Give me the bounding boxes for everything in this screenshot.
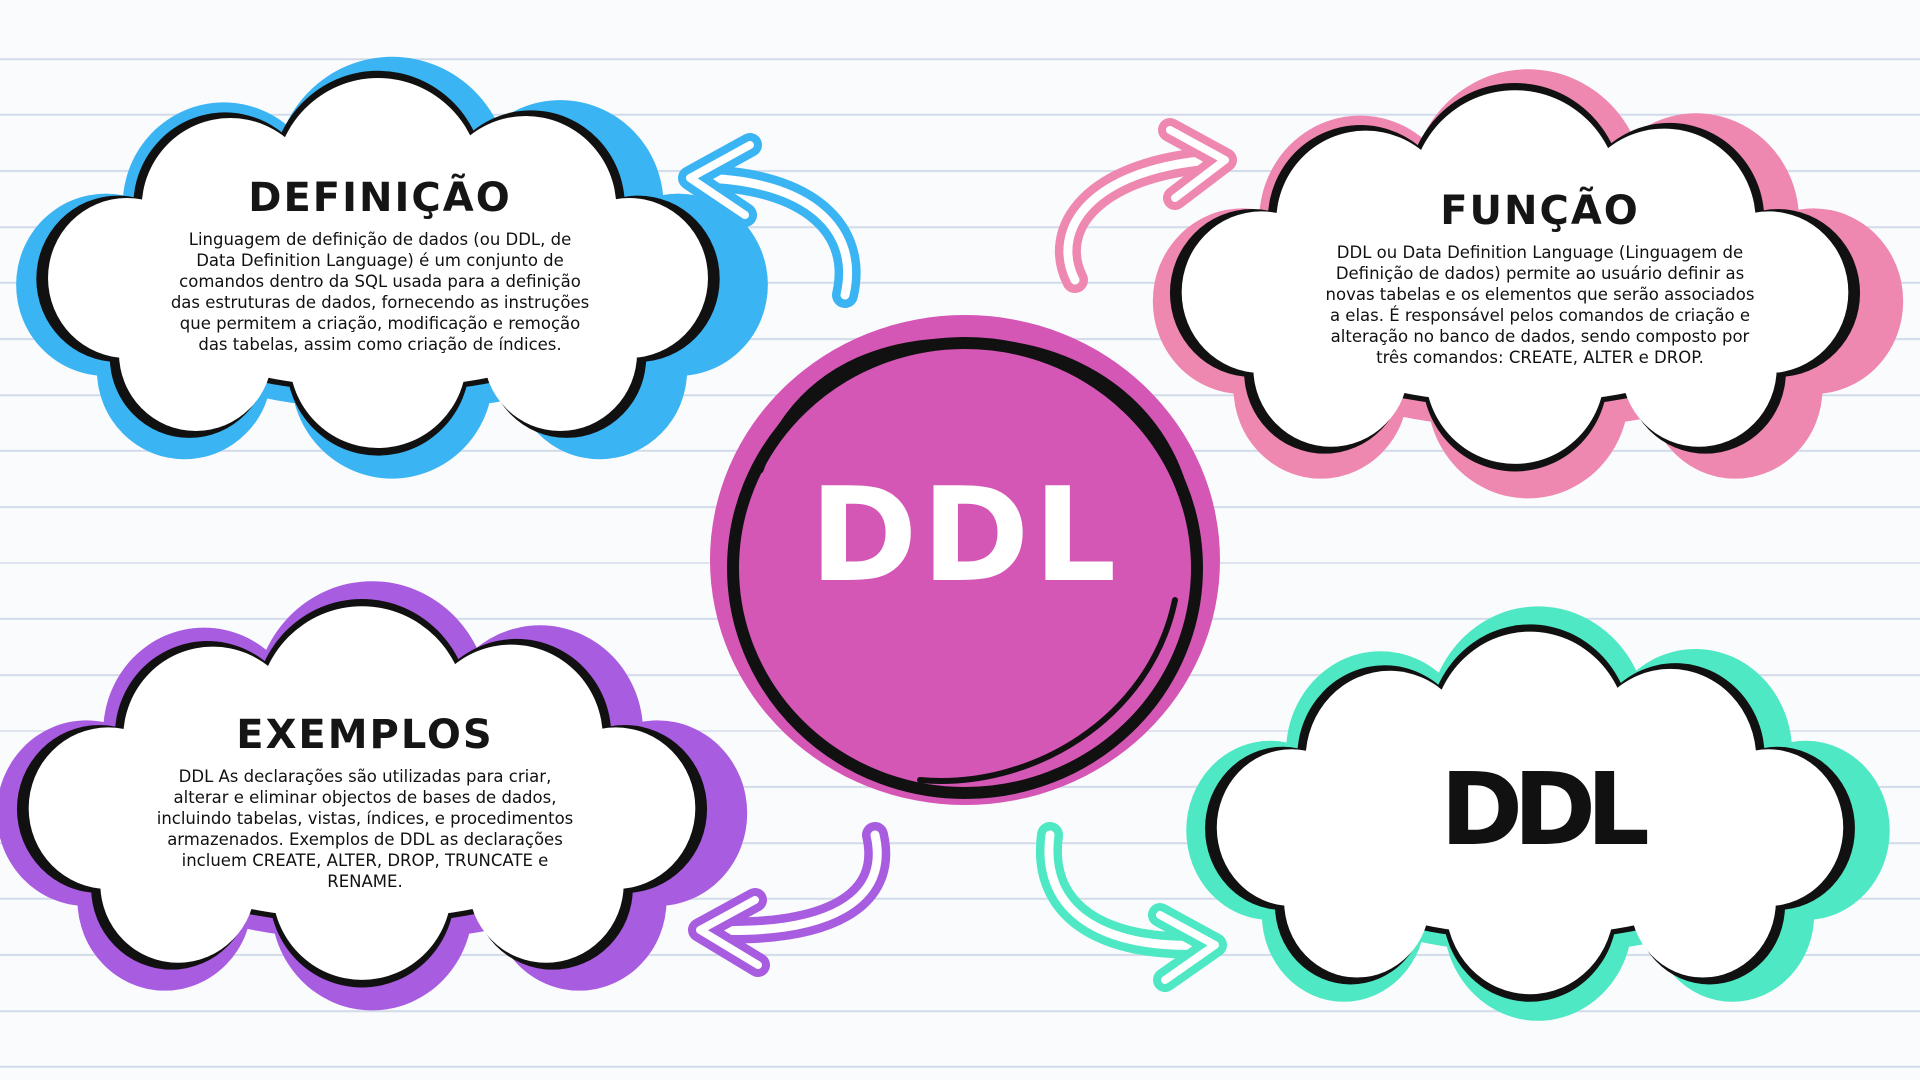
arrow-exemplos-icon: [688, 822, 891, 977]
funcao-content: FUNÇÃO DDL ou Data Definition Language (…: [1325, 188, 1755, 368]
ddl-logo: DDL: [1440, 751, 1650, 868]
arrow-logo-icon: [1035, 822, 1227, 992]
center-label: DDL: [809, 459, 1121, 611]
exemplos-title: EXEMPLOS: [236, 712, 494, 758]
arrow-definicao-icon: [678, 133, 861, 308]
funcao-body: DDL ou Data Definition Language (Linguag…: [1325, 243, 1755, 367]
arrow-funcao-icon: [1054, 118, 1237, 293]
exemplos-content: EXEMPLOS DDL As declarações são utilizad…: [150, 712, 580, 892]
definicao-title: DEFINIÇÃO: [248, 175, 512, 221]
exemplos-body: DDL As declarações são utilizadas para c…: [156, 767, 574, 891]
funcao-title: FUNÇÃO: [1440, 188, 1640, 234]
definicao-body: Linguagem de definição de dados (ou DDL,…: [170, 230, 590, 354]
center-circle: [710, 315, 1220, 805]
definicao-content: DEFINIÇÃO Linguagem de definição de dado…: [170, 175, 590, 355]
